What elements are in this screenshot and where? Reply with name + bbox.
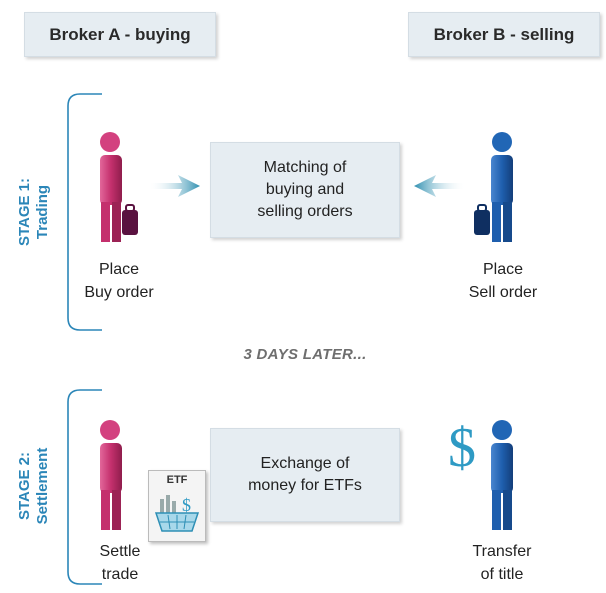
buy-caption-line-1: Place: [98, 261, 140, 278]
sell-order-caption: Place Sell order: [444, 258, 562, 304]
stage1-bracket: [67, 93, 102, 331]
person-seller-icon: [474, 132, 513, 242]
transfer-title-caption: Transfer of title: [452, 540, 552, 586]
settle-caption-line-2: trade: [101, 566, 139, 583]
basket-icon: $: [154, 495, 200, 532]
stage2-title: STAGE 2:: [16, 451, 33, 521]
stage2-subtitle: Settlement: [34, 447, 51, 525]
stage1-subtitle: Trading: [34, 184, 51, 240]
matching-line-2: buying and: [265, 181, 345, 198]
etf-badge-label: ETF: [166, 474, 188, 486]
matching-line-1: Matching of: [263, 159, 347, 176]
interval-label: 3 DAYS LATER...: [243, 346, 367, 363]
transfer-caption-line-2: of title: [480, 566, 524, 583]
stage1-label: STAGE 1: Trading: [16, 152, 56, 272]
arrow-right-icon: [148, 175, 200, 197]
exchange-box: Exchange of money for ETFs: [210, 428, 400, 522]
settle-trade-caption: Settle trade: [70, 540, 170, 586]
sell-caption-line-2: Sell order: [468, 284, 538, 301]
stage2-bracket: [67, 389, 102, 585]
transfer-caption-line-1: Transfer: [472, 543, 532, 560]
svg-text:$: $: [182, 495, 191, 515]
broker-a-label: Broker A - buying: [49, 24, 191, 44]
stage1-title: STAGE 1:: [16, 177, 33, 247]
buy-order-caption: Place Buy order: [60, 258, 178, 304]
matching-box: Matching of buying and selling orders: [210, 142, 400, 238]
person-buyer-icon: [100, 420, 122, 530]
etf-basket-icon: ETF $: [148, 470, 206, 542]
settle-caption-line-1: Settle: [99, 543, 141, 560]
dollar-icon: $: [448, 417, 476, 479]
exchange-line-1: Exchange of: [260, 455, 350, 472]
person-buyer-icon: [100, 132, 138, 242]
broker-a-box: Broker A - buying: [24, 12, 216, 57]
broker-b-label: Broker B - selling: [433, 24, 575, 44]
buy-caption-line-2: Buy order: [84, 284, 154, 301]
sell-caption-line-1: Place: [482, 261, 524, 278]
person-seller-icon: [491, 420, 513, 530]
matching-line-3: selling orders: [257, 203, 353, 220]
exchange-line-2: money for ETFs: [248, 477, 362, 494]
arrow-left-icon: [414, 175, 466, 197]
broker-b-box: Broker B - selling: [408, 12, 600, 57]
stage2-label: STAGE 2: Settlement: [16, 426, 56, 546]
